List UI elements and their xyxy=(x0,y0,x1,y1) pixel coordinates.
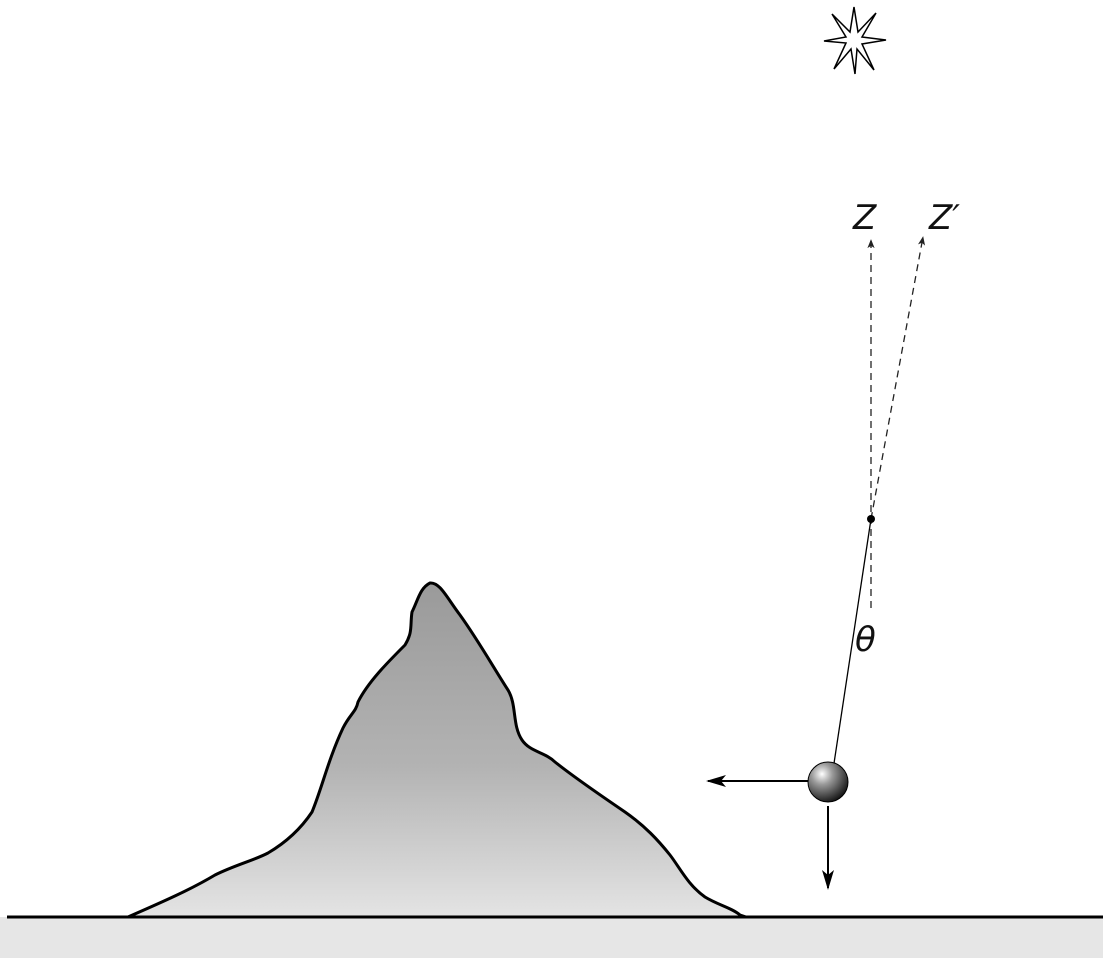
angle-label: θ xyxy=(855,620,876,660)
zenith-label: Z xyxy=(852,198,877,238)
star-icon xyxy=(823,6,887,75)
pendulum-bob xyxy=(807,761,849,803)
pendulum-string xyxy=(832,518,872,771)
mountain xyxy=(126,581,748,919)
ground xyxy=(0,917,1103,958)
apparent-zenith-label: Z′ xyxy=(928,198,960,238)
apparent-zenith-line xyxy=(870,236,926,520)
pivot-point xyxy=(867,515,875,523)
